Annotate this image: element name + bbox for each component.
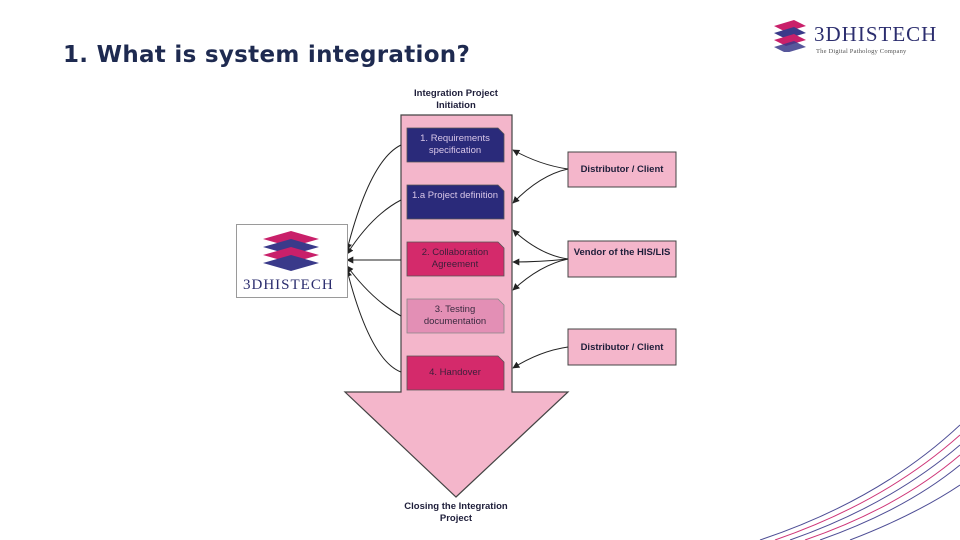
logo-text: 3DHISTECH <box>243 277 334 293</box>
phase-label-5: 4. Handover <box>429 367 481 378</box>
logo-arrows <box>345 144 402 373</box>
party-label-2: Vendor of the HIS/LIS <box>573 247 671 258</box>
party-label-3: Distributor / Client <box>580 342 664 353</box>
party-arrows <box>512 149 569 369</box>
phase-box-4 <box>406 298 505 334</box>
party-box-1 <box>567 151 677 188</box>
phase-box-5 <box>406 355 505 391</box>
phase-label-4: 3. Testing documentation <box>423 304 487 327</box>
logo-stack-icon <box>263 231 319 271</box>
phase-label-1: 1. Requirements specification <box>420 133 490 156</box>
start-label: Integration Project Initiation <box>414 88 498 111</box>
end-label: Closing the Integration Project <box>404 501 508 524</box>
brand-logo: 3DHISTECH The Digital Pathology Company <box>770 16 950 62</box>
company-logo-box: 3DHISTECH <box>236 224 348 298</box>
corner-swoosh <box>759 424 960 540</box>
party-label-1: Distributor / Client <box>580 164 664 175</box>
slide-title: 1. What is system integration? <box>63 42 471 68</box>
phase-box-3 <box>406 241 505 277</box>
phase-label-3: 2. Collaboration Agreement <box>421 247 489 270</box>
phase-box-2 <box>406 184 505 220</box>
phase-box-1 <box>406 127 505 163</box>
brand-name: 3DHISTECH <box>814 22 938 46</box>
brand-stack-icon <box>774 20 806 52</box>
brand-tagline: The Digital Pathology Company <box>816 48 907 55</box>
phase-label-2: 1.a Project definition <box>411 190 499 201</box>
